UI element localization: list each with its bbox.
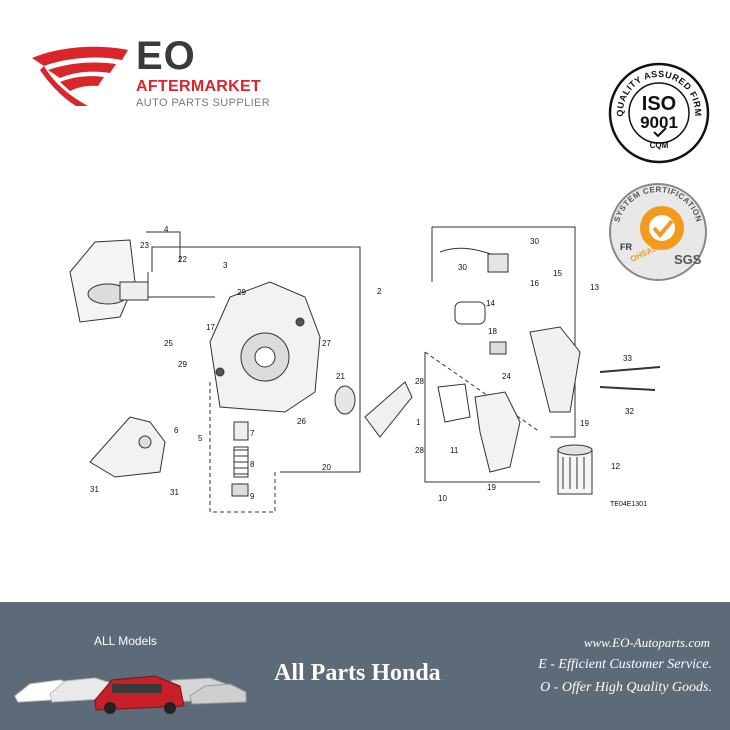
ohsas-right-text: SGS xyxy=(674,252,702,267)
brand-subtitle: AFTERMARKET xyxy=(136,78,262,95)
footer-slogan-2: O - Offer High Quality Goods. xyxy=(540,680,712,695)
callout-12: 12 xyxy=(611,462,620,471)
callout-16: 16 xyxy=(530,279,539,288)
callout-7: 7 xyxy=(250,429,255,438)
callout-30: 30 xyxy=(458,263,467,272)
bracket-group-10 xyxy=(424,352,540,483)
brand-name: EO xyxy=(136,34,196,78)
callout-30-top: 30 xyxy=(530,237,539,246)
callout-31-left: 31 xyxy=(90,485,99,494)
eo-logo-icon xyxy=(32,46,128,106)
baffle-plate-drawing xyxy=(89,416,166,478)
callout-labels: 4 23 22 3 29 2 17 25 29 27 21 28 26 1 7 … xyxy=(90,225,634,503)
ohsas-left-text: FR xyxy=(620,242,632,252)
callout-14: 14 xyxy=(486,299,495,308)
callout-18: 18 xyxy=(488,327,497,336)
honda-cars-image xyxy=(14,675,247,714)
callout-5: 5 xyxy=(198,434,203,443)
bracket-group-2 xyxy=(151,246,361,473)
callout-20: 20 xyxy=(322,463,331,472)
callout-28-top: 28 xyxy=(415,377,424,386)
callout-15: 15 xyxy=(553,269,562,278)
callout-33: 33 xyxy=(623,354,632,363)
callout-19: 19 xyxy=(487,483,496,492)
callout-26: 26 xyxy=(297,417,306,426)
diagram-code: TE04E1301 xyxy=(610,501,647,508)
iso-line1: ISO xyxy=(642,93,676,115)
callout-28: 28 xyxy=(415,446,424,455)
brand-tagline: AUTO PARTS SUPPLIER xyxy=(136,97,271,109)
iso-9001-seal-icon: QUALITY ASSURED FIRM ISO 9001 CQM xyxy=(608,62,710,164)
bracket-group-4 xyxy=(146,231,181,262)
oil-pump-body-drawing xyxy=(209,281,321,413)
callout-32: 32 xyxy=(625,407,634,416)
callout-3: 3 xyxy=(223,261,228,270)
callout-8: 8 xyxy=(250,460,255,469)
ohsas-18001-seal-icon: SYSTEM CERTIFICATION FR OHSAS 18001 SGS xyxy=(609,183,707,281)
callout-27: 27 xyxy=(322,339,331,348)
oil-strainer-drawing xyxy=(437,383,521,473)
callout-13: 13 xyxy=(590,283,599,292)
header: EO AFTERMARKET AUTO PARTS SUPPLIER QUALI… xyxy=(0,0,730,281)
website-link[interactable]: www.EO-Autoparts.com xyxy=(583,635,710,650)
callout-29-top: 29 xyxy=(237,288,246,297)
bracket-line-10 xyxy=(424,351,541,433)
footer: ALL Models All Parts Honda www.EO-Autopa… xyxy=(0,602,730,730)
all-models-label: ALL Models xyxy=(94,634,157,648)
callout-19-top: 19 xyxy=(580,419,589,428)
callout-6: 6 xyxy=(174,426,179,435)
oil-control-assembly-drawing xyxy=(439,247,661,413)
callout-23: 23 xyxy=(140,241,149,250)
engine-bracket-drawing xyxy=(69,239,149,323)
callout-24: 24 xyxy=(502,372,511,381)
callout-9: 9 xyxy=(250,492,255,501)
bracket-line xyxy=(147,272,215,298)
callout-4: 4 xyxy=(164,225,169,234)
callout-17: 17 xyxy=(206,323,215,332)
bracket-group-13 xyxy=(432,226,576,438)
seal-and-cover-drawing xyxy=(334,381,413,438)
callout-10: 10 xyxy=(438,494,447,503)
iso-line2: 9001 xyxy=(640,113,678,132)
bracket-group-7-9 xyxy=(209,382,276,513)
callout-11: 11 xyxy=(450,446,459,455)
callout-2: 2 xyxy=(377,287,382,296)
parts-diagram: 4 23 22 3 29 2 17 25 29 27 21 28 26 1 7 … xyxy=(60,222,661,522)
callout-21: 21 xyxy=(336,372,345,381)
callout-1: 1 xyxy=(416,418,421,427)
callout-25: 25 xyxy=(164,339,173,348)
relief-valve-drawing xyxy=(231,421,249,497)
callout-31: 31 xyxy=(170,488,179,497)
callout-22: 22 xyxy=(178,255,187,264)
callout-29: 29 xyxy=(178,360,187,369)
footer-slogan-1: E - Efficient Customer Service. xyxy=(538,657,712,672)
iso-line3: CQM xyxy=(650,141,669,150)
oil-filter-drawing xyxy=(557,444,593,495)
footer-title: All Parts Honda xyxy=(274,660,441,686)
parts-diagram-canvas: 4 23 22 3 29 2 17 25 29 27 21 28 26 1 7 … xyxy=(69,225,661,513)
